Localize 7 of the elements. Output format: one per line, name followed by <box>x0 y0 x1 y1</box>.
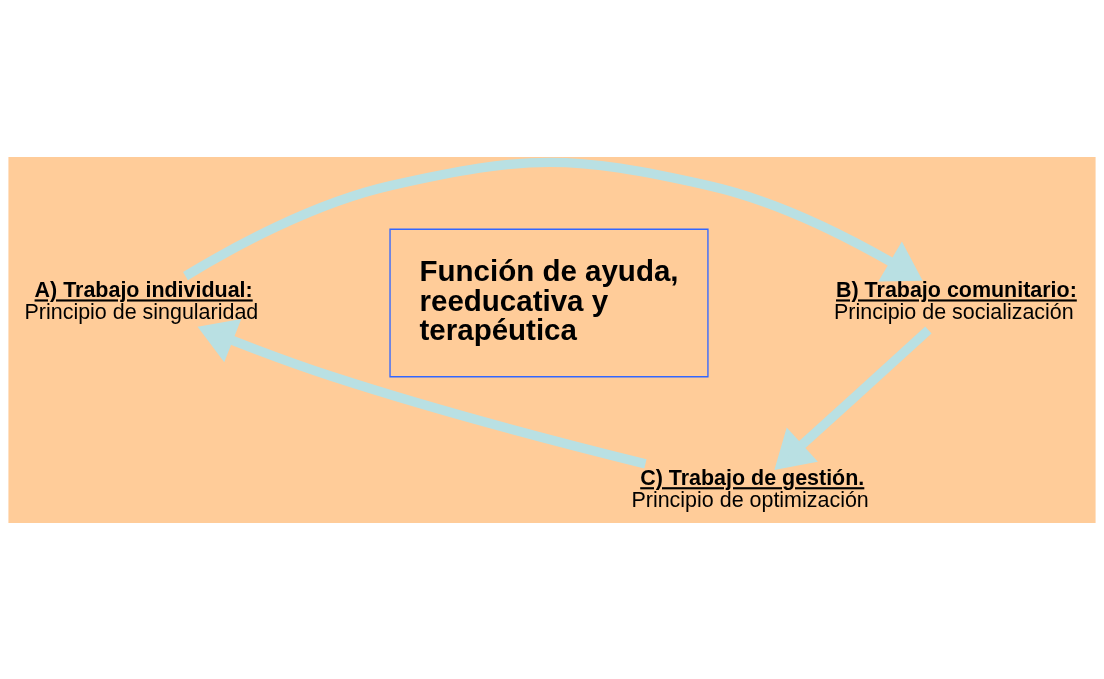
node-text: C) Trabajo de gestión. Principio de optimización <box>631 465 869 512</box>
arrow <box>183 157 923 281</box>
node-text: B) Trabajo comunitario: Principio de socialización <box>834 277 1077 324</box>
arrow <box>197 318 647 468</box>
node-text: A) Trabajo individual: Principio de singularidad <box>24 277 259 324</box>
arrow <box>774 326 932 470</box>
node-box: Función de ayuda, reeducativa y terapéutica <box>389 228 709 377</box>
